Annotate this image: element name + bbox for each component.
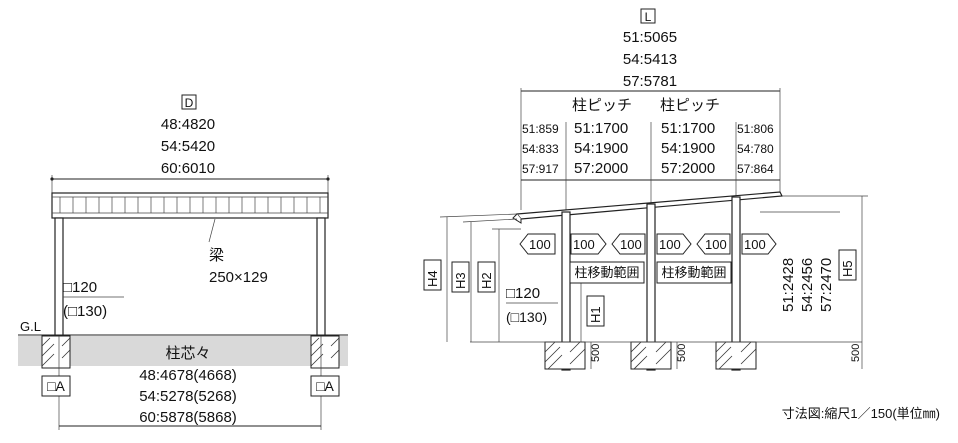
right-overhang-57: 57:864: [737, 162, 774, 176]
move-arrows: 100 100 100 100 100 100: [519, 233, 777, 255]
h5-value-51: 51:2428: [780, 258, 797, 312]
side-view: D 48:4820 54:5420 60:6010: [18, 94, 348, 430]
depth-symbol: D: [185, 96, 194, 110]
front-footing-hatching: [544, 341, 757, 370]
post-size-alt: (□130): [63, 303, 107, 320]
length-symbol-box: [640, 8, 656, 24]
arrow-right-3-value: 100: [744, 237, 766, 252]
right-overhang-54: 54:780: [737, 142, 774, 156]
post-move-range-box-2: [656, 261, 732, 284]
post-center-value-54: 54:5278(5268): [139, 388, 237, 405]
depth-symbol-box: [181, 94, 197, 110]
front-view: L 51:5065 54:5413 57:5781 柱ピッチ 柱ピッチ 51:8…: [423, 8, 868, 371]
footing-depth-2: 500: [676, 344, 688, 362]
arrow-right-3: [741, 233, 777, 255]
footing-depth-1: 500: [590, 344, 602, 362]
beam-label: 梁: [209, 247, 224, 264]
depth-value-54: 54:5420: [161, 138, 215, 155]
right-overhang-51: 51:806: [737, 122, 774, 136]
pitch-1-57: 57:2000: [574, 160, 628, 177]
side-post-right: [316, 217, 326, 337]
post-center-value-48: 48:4678(4668): [139, 367, 237, 384]
left-overhang-57: 57:917: [522, 162, 559, 176]
scale-caption: 寸法図:縮尺1／150(単位㎜): [782, 406, 940, 421]
arrow-right-2: [656, 233, 692, 255]
front-post-1: [561, 211, 571, 371]
front-post-size-alt: (□130): [506, 309, 547, 325]
left-overhang-54: 54:833: [522, 142, 559, 156]
front-roof-gutter: [512, 213, 522, 224]
h5-label-box: [838, 249, 857, 281]
footing-label-right: □A: [316, 378, 334, 394]
ground-fill: [18, 336, 348, 366]
footing-depth-3: 500: [850, 344, 862, 362]
arrow-left-3: [696, 233, 731, 255]
length-symbol: L: [645, 10, 652, 24]
h5-value-57: 57:2470: [818, 258, 835, 312]
left-overhang-51: 51:859: [522, 122, 559, 136]
post-move-range-1: 柱移動範囲: [574, 265, 639, 280]
length-value-51: 51:5065: [623, 29, 677, 46]
h2-label: H2: [479, 272, 494, 289]
pitch-2-51: 51:1700: [661, 120, 715, 137]
footing-label-left: □A: [47, 378, 65, 394]
post-center-label: 柱芯々: [165, 345, 210, 362]
pitch-1-54: 54:1900: [574, 140, 628, 157]
roof-ribs: [59, 197, 321, 213]
h3-label: H3: [453, 272, 468, 289]
h5-label: H5: [840, 260, 855, 277]
ground-label: G.L: [20, 319, 41, 334]
h3-label-box: [451, 261, 470, 293]
pitch-heading-2: 柱ピッチ: [660, 97, 720, 114]
front-post-size: □120: [506, 285, 540, 302]
h5-value-54: 54:2456: [799, 258, 816, 312]
front-post-3: [731, 196, 741, 371]
depth-dim-dot-left: [50, 177, 54, 181]
h3-top-extension: [462, 218, 518, 223]
depth-dim-dot-right: [326, 177, 330, 181]
post-size: □120: [63, 279, 97, 296]
pitch-2-57: 57:2000: [661, 160, 715, 177]
arrow-left-2-value: 100: [620, 237, 642, 252]
h4-top-extension: [439, 213, 518, 218]
arrow-left-2: [611, 233, 646, 255]
pitch-2-54: 54:1900: [661, 140, 715, 157]
beam-leader: [208, 218, 216, 243]
pitch-heading-1: 柱ピッチ: [572, 97, 632, 114]
post-center-value-60: 60:5878(5868): [139, 409, 237, 426]
footing-label-box-right: [310, 375, 340, 397]
h1-label-box: [586, 295, 605, 327]
beam-size: 250×129: [209, 269, 268, 286]
footing-label-box-left: [41, 375, 71, 397]
arrow-left-3-value: 100: [705, 237, 727, 252]
arrow-left-1: [519, 233, 556, 255]
front-post-2: [646, 203, 656, 371]
length-value-57: 57:5781: [623, 73, 677, 90]
h2-label-box: [477, 261, 496, 293]
post-move-range-2: 柱移動範囲: [661, 265, 726, 280]
h1-label: H1: [588, 306, 603, 323]
depth-value-48: 48:4820: [161, 116, 215, 133]
length-value-54: 54:5413: [623, 51, 677, 68]
arrow-left-1-value: 100: [529, 237, 551, 252]
h4-label: H4: [425, 270, 440, 287]
pitch-1-51: 51:1700: [574, 120, 628, 137]
h4-label-box: [423, 259, 442, 291]
depth-value-60: 60:6010: [161, 160, 215, 177]
arrow-right-1-value: 100: [573, 237, 595, 252]
side-post-left: [54, 217, 64, 337]
arrow-right-2-value: 100: [659, 237, 681, 252]
arrow-right-1: [570, 233, 607, 255]
post-move-range-box-1: [569, 261, 645, 284]
